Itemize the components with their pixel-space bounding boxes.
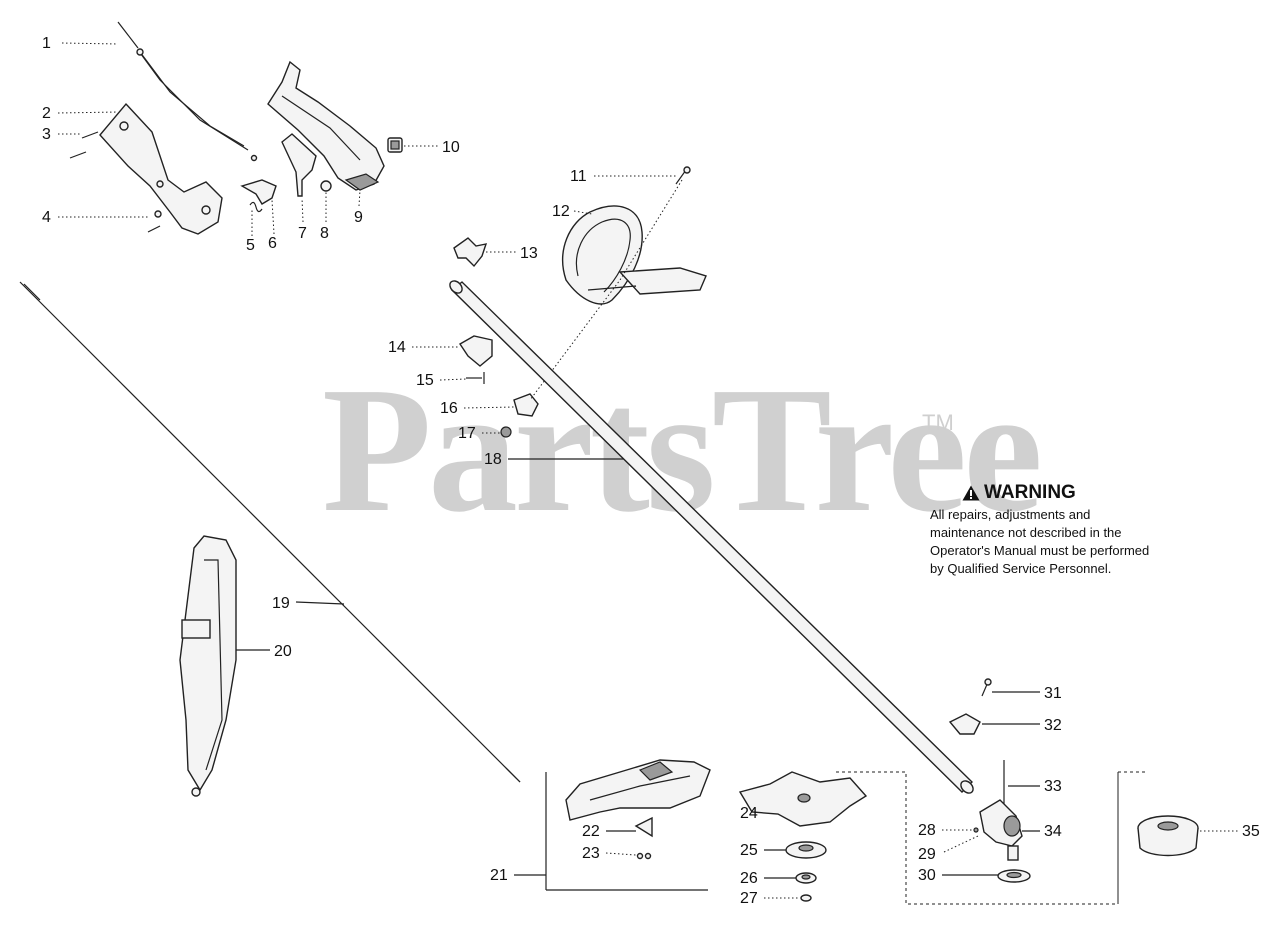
part-25-adapter-plate[interactable]: [785, 841, 827, 859]
part-31-screw[interactable]: [981, 678, 992, 697]
part-32-clip[interactable]: [948, 713, 981, 735]
part-8-washer[interactable]: [320, 180, 332, 192]
part-2-handle-housing[interactable]: [99, 102, 223, 235]
callout-label-25: 25: [740, 842, 758, 859]
part-19-drive-shaft[interactable]: [19, 281, 521, 783]
callout-label-30: 30: [918, 867, 936, 884]
warning-body: All repairs, adjustments and maintenance…: [930, 507, 1150, 576]
callout-label-3: 3: [42, 126, 51, 143]
callout-label-8: 8: [320, 225, 329, 242]
warning-title: WARNING: [984, 482, 1076, 503]
callout-label-35: 35: [1242, 823, 1260, 840]
callout-label-23: 23: [582, 845, 600, 862]
part-21-guard[interactable]: [565, 759, 711, 821]
callout-label-4: 4: [42, 209, 51, 226]
callout-label-34: 34: [1044, 823, 1062, 840]
callout-label-12: 12: [552, 203, 570, 220]
part-11-bolt[interactable]: [675, 166, 691, 185]
callout-label-16: 16: [440, 400, 458, 417]
callout-label-31: 31: [1044, 685, 1062, 702]
part-24-blade[interactable]: [738, 771, 868, 827]
part-30-washer[interactable]: [997, 869, 1031, 883]
callout-label-13: 13: [520, 245, 538, 262]
callout-label-22: 22: [582, 823, 600, 840]
part-27-nut[interactable]: [800, 894, 812, 902]
callout-label-24: 24: [740, 805, 758, 822]
part-29-screw[interactable]: [943, 835, 979, 853]
callout-label-1: 1: [42, 35, 51, 52]
part-12-loop-handle[interactable]: [562, 205, 707, 305]
callout-label-10: 10: [442, 139, 460, 156]
callout-label-33: 33: [1044, 778, 1062, 795]
part-28-pin[interactable]: [973, 827, 979, 833]
part-1-throttle-cable[interactable]: [117, 21, 258, 162]
callout-label-11: 11: [570, 168, 587, 185]
part-7-trigger[interactable]: [281, 133, 317, 197]
callout-label-15: 15: [416, 372, 434, 389]
part-16-clamp[interactable]: [513, 393, 539, 417]
part-26-washer[interactable]: [795, 872, 817, 884]
callout-label-5: 5: [246, 237, 255, 254]
part-34-gearhead[interactable]: [979, 799, 1023, 861]
part-4-screw[interactable]: [147, 210, 162, 233]
callout-label-17: 17: [458, 425, 476, 442]
callout-label-6: 6: [268, 235, 277, 252]
watermark-trademark: TM: [922, 410, 954, 435]
part-15-screw[interactable]: [466, 372, 485, 384]
part-21-guard-assembly-bracket: [545, 772, 708, 891]
callout-label-7: 7: [298, 225, 307, 242]
part-20-shoulder-strap[interactable]: [179, 535, 237, 797]
callout-label-32: 32: [1044, 717, 1062, 734]
warning-triangle-icon: [962, 485, 980, 501]
part-23-screws[interactable]: [636, 852, 652, 860]
part-17-nut[interactable]: [500, 426, 512, 438]
part-10-stop-switch[interactable]: [387, 137, 403, 153]
callout-label-29: 29: [918, 846, 936, 863]
part-3-screw[interactable]: [69, 131, 99, 159]
callout-label-27: 27: [740, 890, 758, 907]
warning-title-row: WARNING: [962, 482, 1170, 504]
part-14-bracket[interactable]: [459, 335, 493, 367]
callout-label-28: 28: [918, 822, 936, 839]
callout-label-14: 14: [388, 339, 406, 356]
part-6-throttle-lever[interactable]: [240, 179, 277, 205]
callouts: 1 2 3 4 5 6 7 8 9 10 11 12 13 14 15 16 1: [42, 35, 1260, 907]
warning-notice: WARNING All repairs, adjustments and mai…: [930, 482, 1170, 578]
callout-label-2: 2: [42, 105, 51, 122]
callout-label-21: 21: [490, 867, 508, 884]
callout-label-20: 20: [274, 643, 292, 660]
callout-label-19: 19: [272, 595, 290, 612]
part-5-spring[interactable]: [249, 201, 263, 213]
part-22-cutter-blade[interactable]: [634, 816, 653, 838]
callout-label-26: 26: [740, 870, 758, 887]
part-35-trimmer-head[interactable]: [1137, 815, 1199, 857]
part-9-rear-handle[interactable]: [267, 60, 385, 191]
callout-label-18: 18: [484, 451, 502, 468]
part-13-knob[interactable]: [453, 237, 488, 268]
part-18-shaft-tube[interactable]: [448, 279, 976, 796]
callout-label-9: 9: [354, 209, 363, 226]
